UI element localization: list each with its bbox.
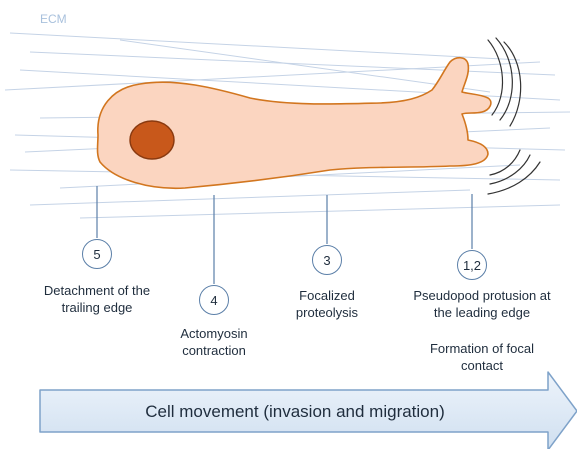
step-4-label-line1: Actomyosin	[144, 325, 284, 342]
motion-line	[488, 162, 540, 194]
cell-nucleus	[130, 121, 174, 159]
step-3-label-line2: proteolysis	[262, 304, 392, 321]
step-5-label: Detachment of the trailing edge	[2, 282, 192, 316]
motion-lines	[488, 38, 540, 194]
step-4-label: Actomyosin contraction	[144, 325, 284, 359]
step-1-2-secondary-label: Formation of focal contact	[392, 340, 572, 374]
step-number-5: 5	[82, 239, 112, 269]
step-1-2-secondary-line1: Formation of focal	[392, 340, 572, 357]
ecm-fiber	[30, 190, 470, 205]
ecm-fiber	[10, 33, 520, 60]
step-1-2-label: Pseudopod protusion at the leading edge	[392, 287, 572, 321]
cell-movement-arrow-label: Cell movement (invasion and migration)	[40, 388, 550, 436]
step-5-label-line1: Detachment of the	[2, 282, 192, 299]
step-1-2-label-line1: Pseudopod protusion at	[392, 287, 572, 304]
step-3-label-line1: Focalized	[262, 287, 392, 304]
step-3-label: Focalized proteolysis	[262, 287, 392, 321]
ecm-label: ECM	[40, 12, 67, 26]
step-5-label-line2: trailing edge	[2, 299, 192, 316]
step-number-1-2: 1,2	[457, 250, 487, 280]
motion-line	[496, 38, 512, 120]
step-1-2-secondary-line2: contact	[392, 357, 572, 374]
ecm-fiber	[80, 205, 560, 218]
step-number-4: 4	[199, 285, 229, 315]
ecm-fiber	[30, 52, 555, 75]
step-number-3: 3	[312, 245, 342, 275]
motion-line	[490, 150, 520, 175]
step-4-label-line2: contraction	[144, 342, 284, 359]
step-1-2-label-line2: the leading edge	[392, 304, 572, 321]
